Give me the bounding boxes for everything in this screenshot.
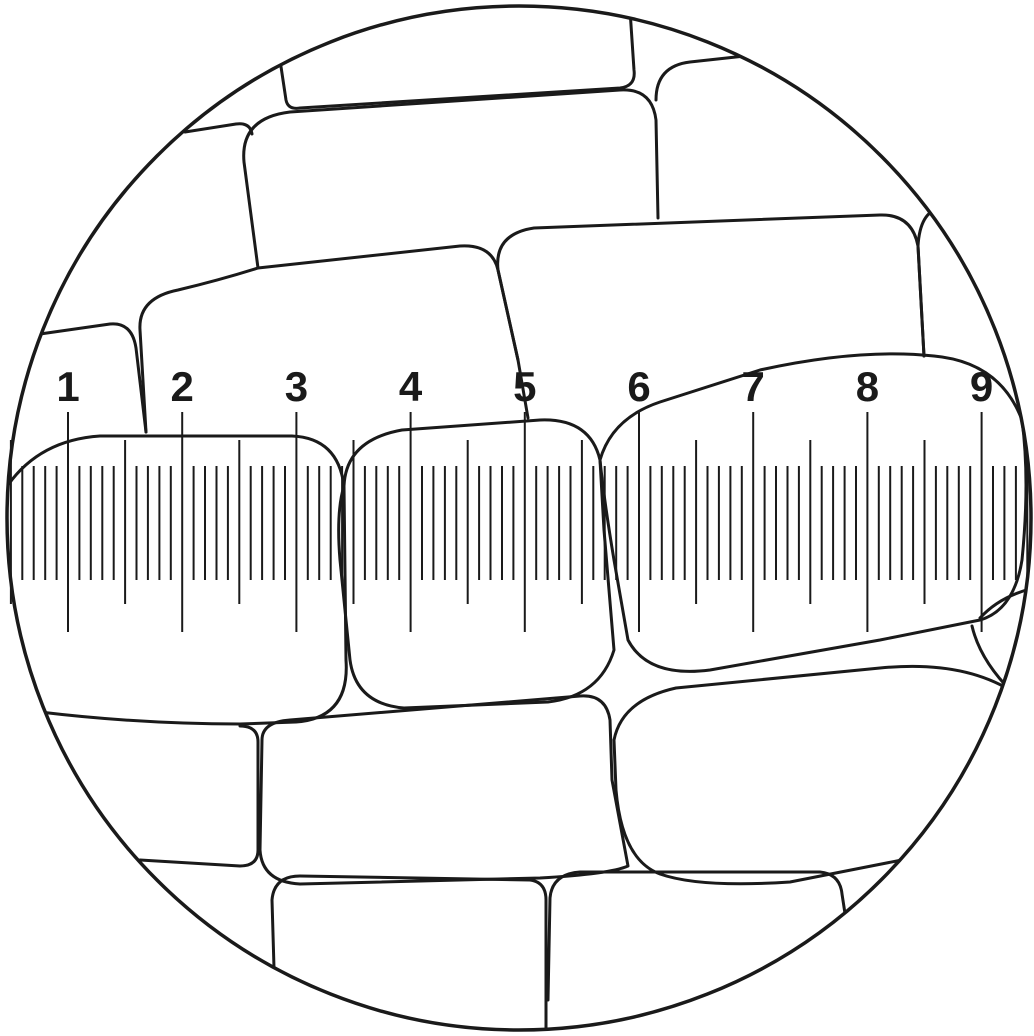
cell-outline: [918, 208, 940, 356]
scale-label: 8: [856, 363, 879, 410]
cell-outline: [272, 876, 546, 1030]
cell-outline: [244, 90, 658, 268]
cell-outline: [185, 124, 252, 134]
cell-outline: [656, 56, 745, 100]
cell-outline: [498, 215, 924, 360]
cell-outline: [548, 872, 846, 1000]
scale-label: 9: [970, 363, 993, 410]
scale-label: 4: [399, 363, 423, 410]
field-of-view-rim: [7, 6, 1031, 1030]
cell-layer: [8, 10, 1034, 1030]
cell-outline: [600, 354, 1026, 672]
scale-label: 2: [171, 363, 194, 410]
cell-outline: [614, 666, 1034, 740]
scale-label: 1: [56, 363, 79, 410]
ocular-micrometer-scale: [11, 412, 1027, 632]
cell-outline: [260, 696, 628, 884]
scale-number-labels: 1 2 3 4 5 6 7 8 9: [56, 363, 993, 410]
scale-label: 3: [285, 363, 308, 410]
scale-label: 5: [513, 363, 536, 410]
cell-outline: [140, 246, 528, 432]
cell-outline: [140, 726, 258, 866]
scale-label: 7: [742, 363, 765, 410]
cell-outline: [614, 740, 912, 884]
scale-label: 6: [627, 363, 650, 410]
cell-outline: [339, 420, 614, 708]
